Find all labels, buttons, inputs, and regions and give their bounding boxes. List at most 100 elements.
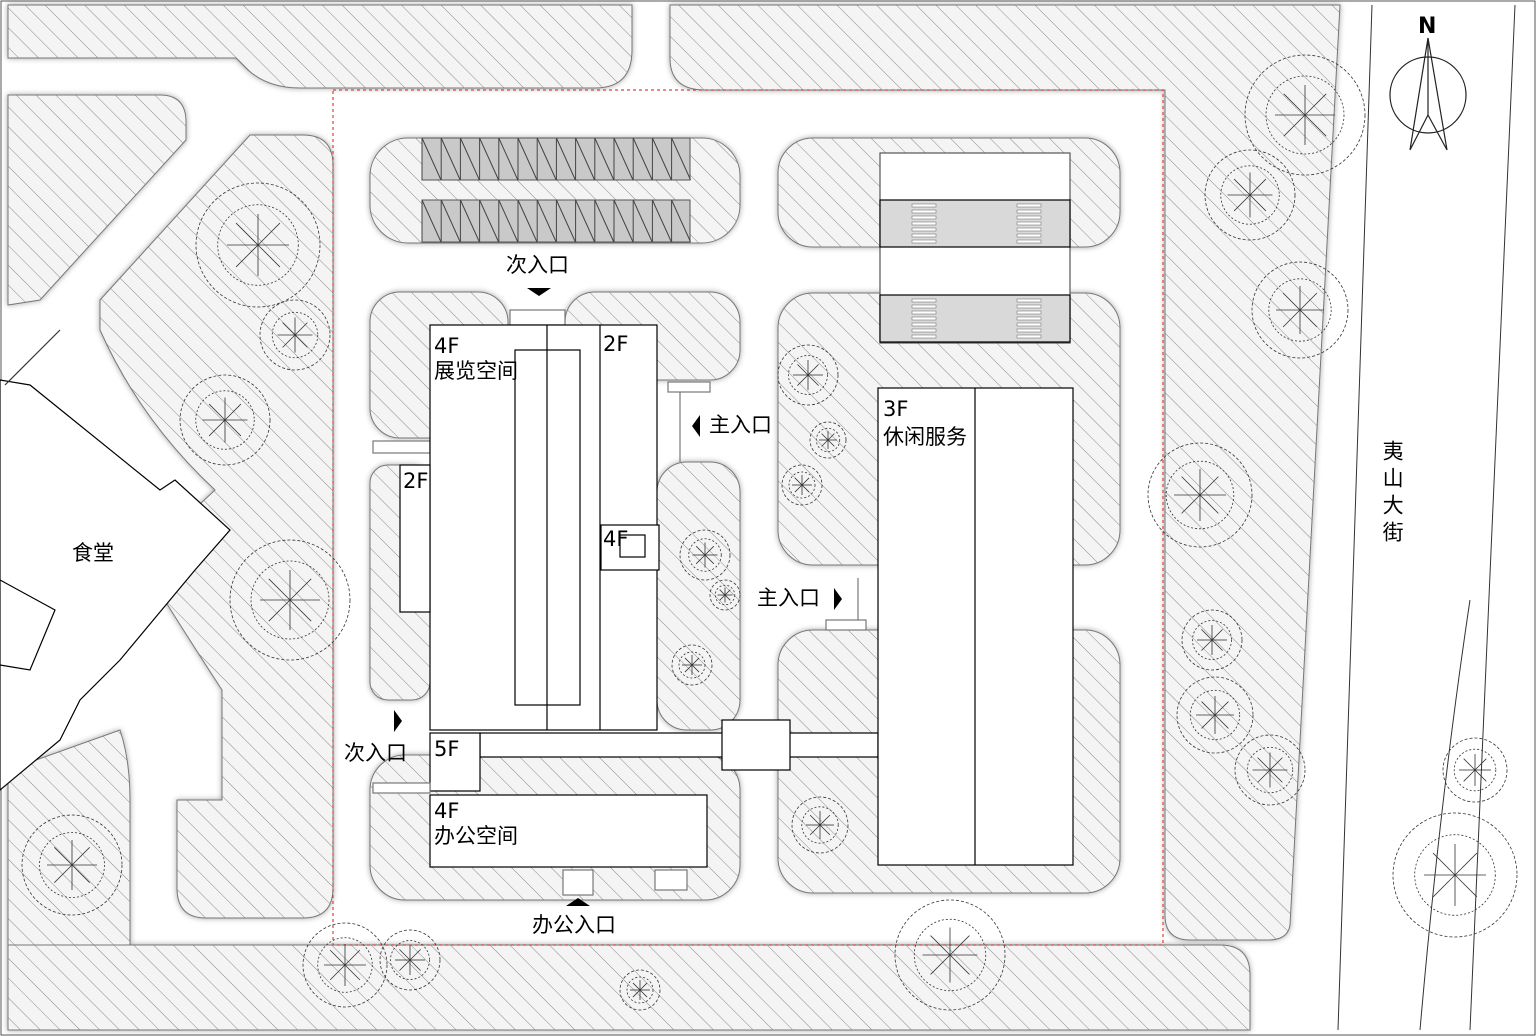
north-arrow: [1389, 37, 1467, 151]
tree-icon: [1251, 261, 1349, 359]
parking-stall: [479, 137, 500, 181]
parking-stall: [613, 137, 634, 181]
east-wing-floors: 2F: [603, 332, 629, 356]
entrance-arrows: [394, 288, 842, 906]
east-entrance-2-label: 主入口: [757, 586, 820, 610]
parking-stall: [498, 137, 519, 181]
tree-icon: [302, 922, 388, 1008]
east-entrance-1-label: 主入口: [709, 413, 772, 437]
arrow-office-entrance: [566, 898, 590, 906]
crosswalk-stripe: [911, 316, 937, 321]
north-label: N: [1418, 14, 1437, 39]
crosswalk-stripe: [1016, 203, 1042, 208]
tree-icon: [379, 929, 441, 991]
tree-icon: [1442, 737, 1508, 803]
parking-stall: [459, 137, 480, 181]
arrow-east-entrance-2: [834, 588, 842, 610]
parking-stall: [517, 199, 538, 243]
crosswalk-stripe: [1016, 209, 1042, 214]
tree-icon: [1181, 609, 1243, 671]
parking-stall: [421, 199, 442, 243]
exhibition-name: 展览空间: [434, 359, 518, 383]
office-entrance-label: 办公入口: [532, 913, 616, 937]
crosswalk-stripe: [911, 203, 937, 208]
crosswalk-stripe: [1016, 328, 1042, 333]
buildings: [372, 152, 1074, 896]
tree-icon: [679, 529, 731, 581]
crosswalk-stripe: [1016, 239, 1042, 244]
crosswalk-stripe: [1016, 304, 1042, 309]
parking-stall: [440, 137, 461, 181]
crosswalk-stripe: [911, 209, 937, 214]
link-floors: 5F: [434, 737, 460, 761]
trees: [21, 54, 1518, 1011]
crosswalk-stripe: [1016, 310, 1042, 315]
crosswalk-stripe: [911, 227, 937, 232]
parking-stall: [459, 199, 480, 243]
parking-stall: [594, 199, 615, 243]
street-lines: [1337, 4, 1516, 1031]
canteen-label: 食堂: [72, 541, 114, 565]
parking-stalls: [421, 137, 692, 243]
parking-stall: [651, 199, 672, 243]
office-floors: 4F: [434, 799, 460, 823]
tree-icon: [791, 796, 849, 854]
tree-icon: [1176, 676, 1254, 754]
site-boundary: [332, 89, 1164, 946]
north-entrance-label: 次入口: [506, 253, 569, 277]
tree-icon: [21, 814, 123, 916]
tree-icon: [809, 421, 847, 459]
parking-stall: [671, 137, 692, 181]
tree-icon: [781, 464, 823, 506]
tree-icon: [229, 539, 351, 661]
parking-stall: [632, 199, 653, 243]
tree-icon: [1147, 442, 1253, 548]
tree-icon: [709, 579, 741, 611]
tree-icon: [1244, 54, 1366, 176]
crosswalk-stripe: [911, 304, 937, 309]
tree-icon: [671, 644, 713, 686]
crosswalk-stripe: [1016, 298, 1042, 303]
parking-stall: [498, 199, 519, 243]
crosswalk-stripe: [911, 233, 937, 238]
block-top-right: [669, 4, 1341, 941]
service-name: 休闲服务: [883, 425, 967, 449]
arrow-east-entrance-1: [692, 415, 700, 437]
parking-stall: [440, 199, 461, 243]
tree-icon: [259, 299, 331, 371]
parking-stall: [536, 199, 557, 243]
parking-stall: [555, 199, 576, 243]
crosswalk-stripe: [1016, 322, 1042, 327]
parking-stall: [555, 137, 576, 181]
crosswalk-stripe: [1016, 316, 1042, 321]
tree-icon: [1392, 812, 1518, 938]
crosswalk-stripe: [1016, 233, 1042, 238]
canteen-building: [0, 329, 231, 791]
crosswalk-stripe: [1016, 215, 1042, 220]
west-entrance-label: 次入口: [344, 741, 407, 765]
tree-icon: [1204, 149, 1296, 241]
crosswalks: [911, 203, 1042, 339]
parking-stall: [613, 199, 634, 243]
service-floors: 3F: [883, 397, 909, 421]
tree-icon: [777, 344, 839, 406]
parking-stall: [517, 137, 538, 181]
block-left-1: [7, 94, 187, 306]
crosswalk-stripe: [911, 239, 937, 244]
crosswalk-stripe: [911, 310, 937, 315]
crosswalk-stripe: [911, 322, 937, 327]
arrow-west-entrance: [394, 710, 402, 732]
crosswalk-stripe: [1016, 221, 1042, 226]
tree-icon: [195, 182, 321, 308]
crosswalk-stripe: [1016, 227, 1042, 232]
office-name: 办公空间: [434, 824, 518, 848]
block-bottom: [7, 944, 1251, 1031]
crosswalk-stripe: [911, 298, 937, 303]
parking-stall: [632, 137, 653, 181]
tree-icon: [619, 969, 661, 1011]
arrow-north-entrance: [527, 288, 551, 296]
crosswalk-stripe: [911, 215, 937, 220]
parking-stall: [575, 137, 596, 181]
crosswalk-stripe: [1016, 334, 1042, 339]
